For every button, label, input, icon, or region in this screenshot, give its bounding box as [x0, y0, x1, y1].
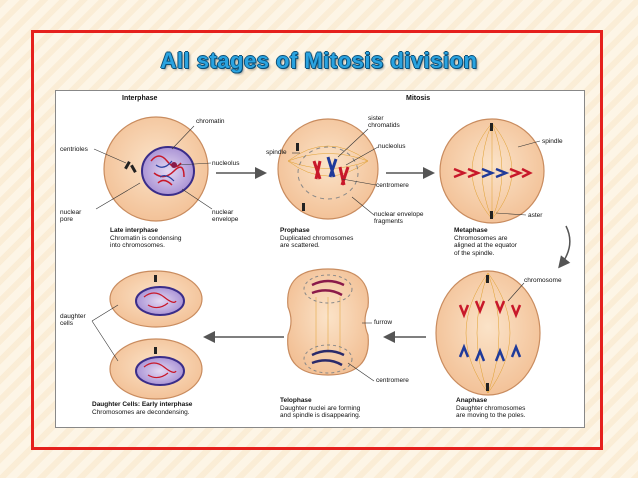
label-aster: aster — [528, 212, 543, 219]
daughter-leaders — [91, 304, 119, 362]
caption-prophase-text: Duplicated chromosomes are scattered. — [280, 234, 354, 250]
slide-title: All stages of Mitosis division — [160, 48, 478, 73]
caption-prophase-title: Prophase — [280, 227, 310, 234]
label-centromere-1: centromere — [376, 182, 409, 189]
header-interphase: Interphase — [122, 95, 158, 102]
label-nucleolus-1: nucleolus — [212, 160, 240, 167]
caption-late-interphase: Late interphase Chromatin is condensing … — [110, 227, 182, 250]
caption-daughter-cells: Daughter Cells: Early interphase Chromos… — [92, 401, 192, 416]
label-spindle-1: spindle — [266, 149, 287, 156]
label-sister-chromatids: sister chromatids — [368, 115, 400, 129]
label-chromosome: chromosome — [524, 277, 562, 284]
mitosis-illustration — [91, 116, 571, 400]
telophase-leaders — [347, 322, 375, 382]
caption-daughter-text: Chromosomes are decondensing. — [92, 408, 190, 416]
label-nucleolus-2: nucleolus — [378, 143, 406, 150]
caption-anaphase-text: Daughter chromosomes are moving to the p… — [456, 404, 526, 420]
caption-daughter-title: Daughter Cells: Early interphase — [92, 401, 193, 408]
caption-telophase-text: Daughter nuclei are forming and spindle … — [280, 404, 361, 420]
caption-metaphase: Metaphase Chromosomes are aligned at the… — [454, 227, 517, 257]
prophase-cell — [277, 118, 379, 220]
caption-anaphase-title: Anaphase — [456, 397, 488, 404]
metaphase-leaders — [495, 140, 541, 216]
label-chromatin: chromatin — [196, 118, 225, 125]
label-spindle-2: spindle — [542, 138, 563, 145]
metaphase-cell — [439, 118, 545, 224]
interphase-leaders — [93, 125, 213, 210]
telophase-cell — [287, 268, 369, 376]
caption-late-interphase-title: Late interphase — [110, 227, 159, 234]
caption-metaphase-title: Metaphase — [454, 227, 488, 234]
label-nuclear-envelope-fragments: nuclear envelope fragments — [374, 211, 424, 225]
caption-late-interphase-text: Chromatin is condensing into chromosomes… — [110, 234, 182, 250]
red-border-frame — [31, 30, 603, 450]
mitosis-figure: Interphase Mitosis chromatin centrioles … — [55, 90, 585, 428]
interphase-cell — [103, 116, 209, 222]
anaphase-cell — [435, 270, 541, 396]
daughter-cells — [109, 270, 203, 400]
caption-prophase: Prophase Duplicated chromosomes are scat… — [280, 227, 353, 250]
label-nuclear-envelope: nuclear envelope — [212, 209, 239, 223]
caption-telophase-title: Telophase — [280, 397, 312, 404]
arrow-to-anaphase — [558, 225, 571, 269]
header-mitosis: Mitosis — [406, 95, 431, 102]
label-daughter-cells: daughter cells — [60, 313, 86, 327]
label-centromere-2: centromere — [376, 377, 409, 384]
caption-metaphase-text: Chromosomes are aligned at the equator o… — [454, 234, 517, 257]
caption-anaphase: Anaphase Daughter chromosomes are moving… — [456, 397, 525, 420]
anaphase-leader — [507, 282, 525, 302]
prophase-leaders — [292, 128, 379, 216]
caption-telophase: Telophase Daughter nuclei are forming an… — [280, 397, 361, 420]
label-centrioles: centrioles — [60, 146, 88, 153]
label-nuclear-pore: nuclear pore — [60, 209, 82, 223]
label-furrow: furrow — [374, 319, 393, 326]
